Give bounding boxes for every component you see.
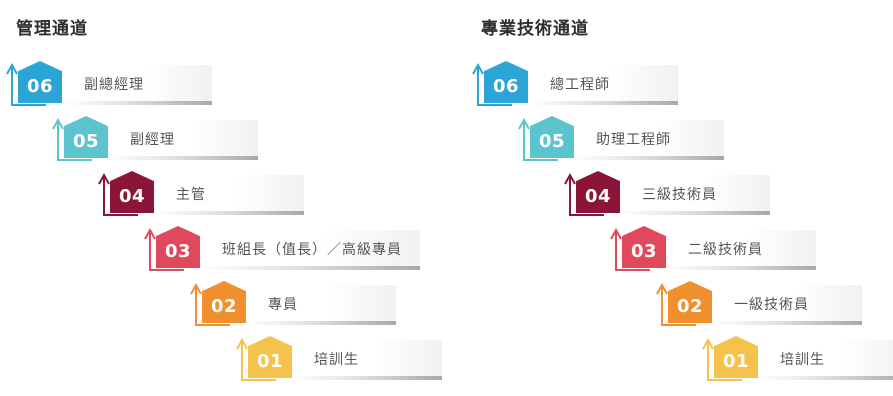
step-label-band <box>292 340 442 380</box>
arrow-line <box>569 177 604 216</box>
step-title: 培訓生 <box>780 352 825 368</box>
step-badge: 04 <box>110 171 154 213</box>
step-label-band <box>154 175 304 215</box>
step-title: 專員 <box>268 297 298 313</box>
arrow-head-icon <box>702 337 714 350</box>
arrow-line <box>661 287 696 326</box>
step-label-band <box>666 230 816 270</box>
arrow-line <box>241 342 276 381</box>
career-step-06: 06 總工程師 <box>484 61 678 105</box>
arrow-head-icon <box>472 62 484 75</box>
step-title: 助理工程師 <box>596 132 671 148</box>
arrow-line <box>477 67 512 106</box>
step-badge: 02 <box>668 281 712 323</box>
step-badge: 01 <box>248 336 292 378</box>
arrow-head-icon <box>52 117 64 130</box>
career-step-02: 02 專員 <box>202 281 396 325</box>
step-badge: 06 <box>18 61 62 103</box>
career-step-05: 05 副經理 <box>64 116 258 160</box>
step-title: 班組長（值長）／高級專員 <box>222 242 402 258</box>
step-badge: 05 <box>530 116 574 158</box>
arrow-line <box>57 122 92 161</box>
career-step-04: 04 主管 <box>110 171 304 215</box>
career-step-01: 01 培訓生 <box>248 336 442 380</box>
arrow-head-icon <box>610 227 622 240</box>
arrow-head-icon <box>98 172 110 185</box>
step-label-band <box>712 285 862 325</box>
step-badge: 04 <box>576 171 620 213</box>
step-label-band <box>528 65 678 105</box>
career-step-06: 06 副總經理 <box>18 61 212 105</box>
step-label-band <box>200 230 420 270</box>
column-title-technical: 專業技術通道 <box>481 19 589 39</box>
step-label-band <box>758 340 893 380</box>
arrow-head-icon <box>190 282 202 295</box>
step-title: 一級技術員 <box>734 297 809 313</box>
career-step-05: 05 助理工程師 <box>530 116 724 160</box>
step-badge: 05 <box>64 116 108 158</box>
arrow-head-icon <box>518 117 530 130</box>
arrow-line <box>11 67 46 106</box>
career-step-01: 01 培訓生 <box>714 336 893 380</box>
arrow-head-icon <box>564 172 576 185</box>
step-label-band <box>620 175 770 215</box>
step-label-band <box>62 65 212 105</box>
arrow-line <box>615 232 650 271</box>
career-step-02: 02 一級技術員 <box>668 281 862 325</box>
career-step-03: 03 班組長（值長）／高級專員 <box>156 226 420 270</box>
step-badge: 06 <box>484 61 528 103</box>
step-title: 總工程師 <box>550 77 610 93</box>
step-title: 主管 <box>176 187 206 203</box>
step-badge: 02 <box>202 281 246 323</box>
column-title-management: 管理通道 <box>16 19 88 39</box>
arrow-head-icon <box>656 282 668 295</box>
step-label-band <box>246 285 396 325</box>
arrow-head-icon <box>144 227 156 240</box>
career-step-03: 03 二級技術員 <box>622 226 816 270</box>
step-title: 培訓生 <box>314 352 359 368</box>
step-badge: 01 <box>714 336 758 378</box>
step-title: 二級技術員 <box>688 242 763 258</box>
arrow-line <box>149 232 184 271</box>
arrow-line <box>707 342 742 381</box>
step-label-band <box>108 120 258 160</box>
step-badge: 03 <box>156 226 200 268</box>
step-title: 副總經理 <box>84 77 144 93</box>
arrow-line <box>195 287 230 326</box>
arrow-head-icon <box>6 62 18 75</box>
arrow-head-icon <box>236 337 248 350</box>
arrow-line <box>523 122 558 161</box>
step-title: 副經理 <box>130 132 175 148</box>
step-title: 三級技術員 <box>642 187 717 203</box>
step-label-band <box>574 120 724 160</box>
step-badge: 03 <box>622 226 666 268</box>
arrow-line <box>103 177 138 216</box>
career-step-04: 04 三級技術員 <box>576 171 770 215</box>
